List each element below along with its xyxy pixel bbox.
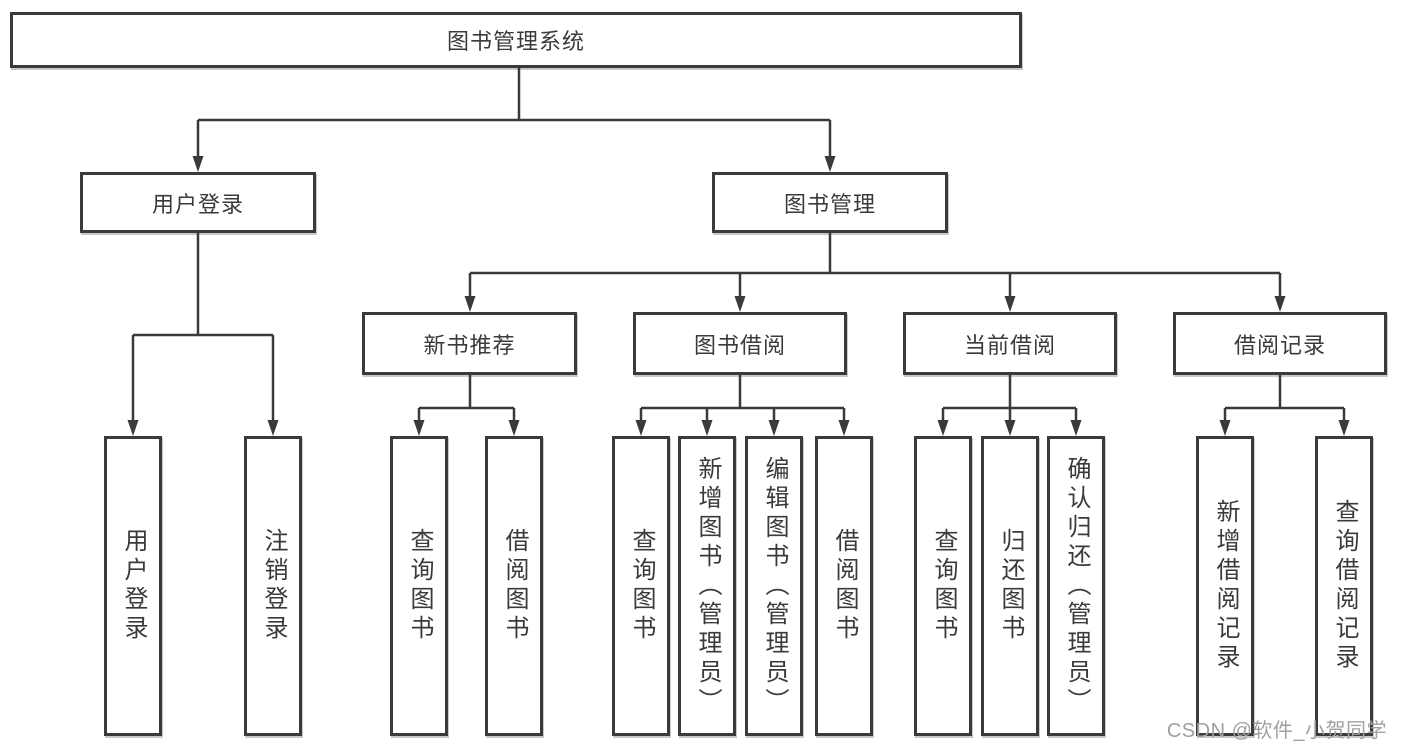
leaf-label: 新增借阅记录 <box>1212 499 1239 673</box>
leaf-label: 查询图书 <box>406 528 433 644</box>
leaf-label: 新增图书（管理员） <box>694 455 721 717</box>
group-node-borrowing-records: 借阅记录 <box>1173 312 1387 375</box>
leaf-node-confirm-return-admin: 确认归还（管理员） <box>1047 436 1105 736</box>
arrowheads <box>127 156 1350 436</box>
leaf-node-add-books-admin: 新增图书（管理员） <box>678 436 736 736</box>
leaf-node-logout: 注销登录 <box>244 436 302 736</box>
leaf-node-query-books-borrowing: 查询图书 <box>612 436 670 736</box>
leaf-node-borrow-books: 借阅图书 <box>815 436 873 736</box>
branch-node-book-management: 图书管理 <box>712 172 948 233</box>
leaf-node-edit-books-admin: 编辑图书（管理员） <box>745 436 803 736</box>
leaf-label: 注销登录 <box>260 528 287 644</box>
leaf-label: 借阅图书 <box>831 528 858 644</box>
leaf-label: 归还图书 <box>997 528 1024 644</box>
leaf-label: 查询图书 <box>628 528 655 644</box>
leaf-label: 确认归还（管理员） <box>1063 455 1090 717</box>
leaf-label: 查询图书 <box>930 528 957 644</box>
csdn-watermark: CSDN @软件_小贺同学 <box>1166 720 1387 742</box>
leaf-label: 借阅图书 <box>501 528 528 644</box>
group-node-book-borrowing: 图书借阅 <box>633 312 847 375</box>
leaf-node-borrow-books-recommend: 借阅图书 <box>485 436 543 736</box>
leaf-node-query-books-current: 查询图书 <box>914 436 972 736</box>
leaf-node-user-login: 用户登录 <box>104 436 162 736</box>
leaf-label: 编辑图书（管理员） <box>761 455 788 717</box>
leaf-label: 查询借阅记录 <box>1331 499 1358 673</box>
leaf-node-return-books: 归还图书 <box>981 436 1039 736</box>
leaf-node-query-books-recommend: 查询图书 <box>390 436 448 736</box>
leaf-node-add-borrow-record: 新增借阅记录 <box>1196 436 1254 736</box>
leaf-node-query-borrow-record: 查询借阅记录 <box>1315 436 1373 736</box>
leaf-label: 用户登录 <box>120 528 147 644</box>
group-node-current-borrowing: 当前借阅 <box>903 312 1117 375</box>
root-node-library-system: 图书管理系统 <box>10 12 1022 68</box>
branch-node-user-login: 用户登录 <box>80 172 316 233</box>
group-node-new-book-recommendation: 新书推荐 <box>362 312 577 375</box>
